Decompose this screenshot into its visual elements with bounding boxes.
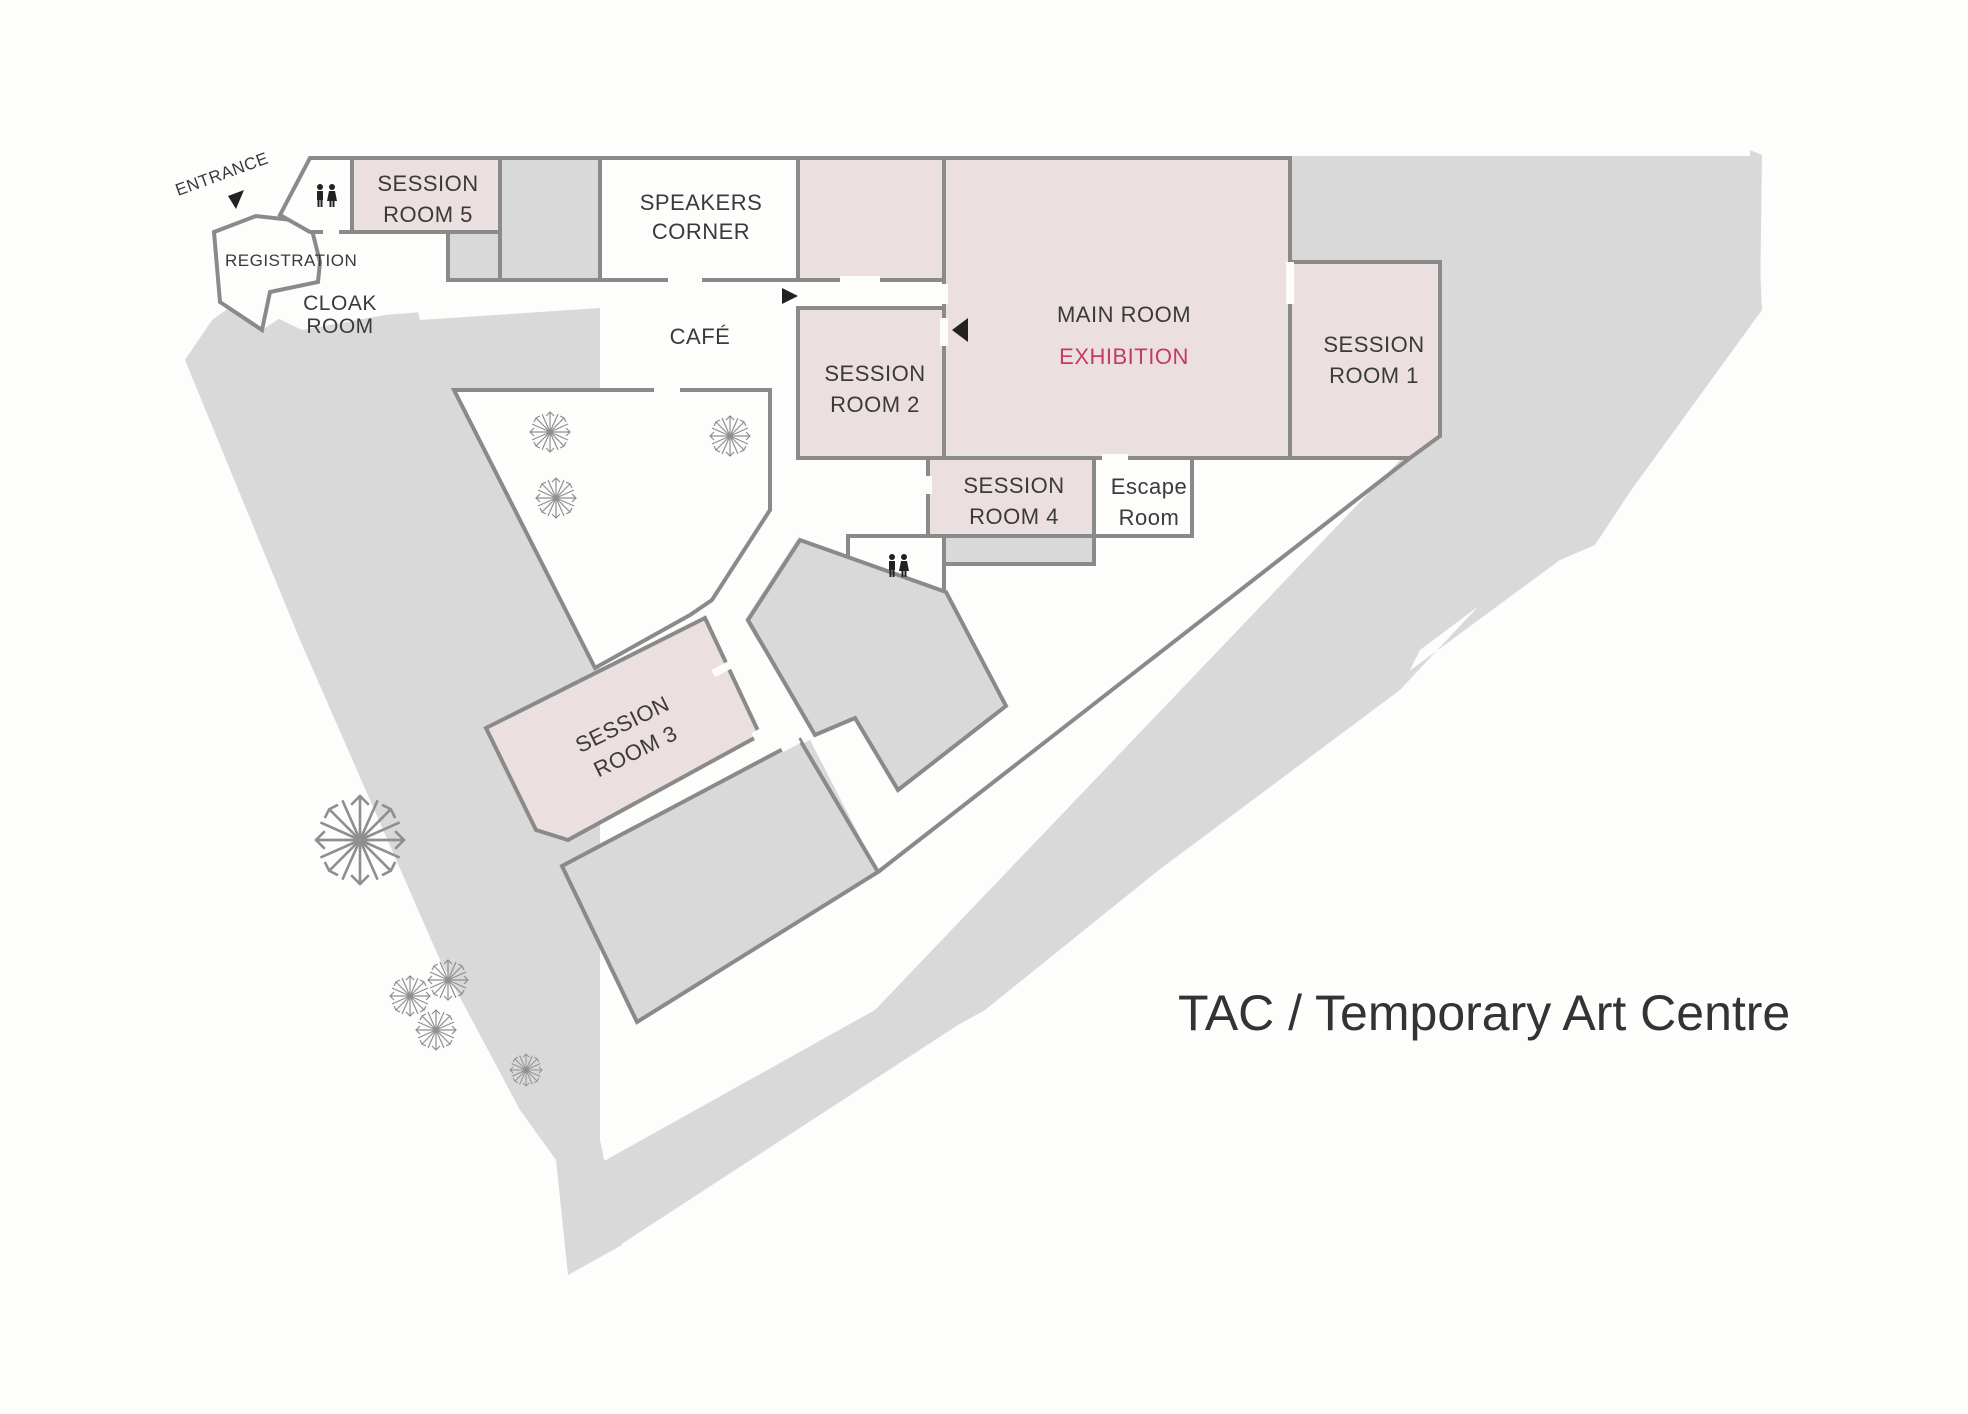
cloak-room-label: ROOM (306, 315, 373, 338)
grounds-strip-right (1293, 156, 1440, 262)
tree-icon (709, 415, 751, 457)
tree-icon (314, 794, 406, 886)
session-room-1 (1288, 260, 1442, 460)
storage-c (942, 534, 1096, 566)
map-title: TAC / Temporary Art Centre (1178, 985, 1790, 1041)
triangle-arrow-icon (782, 288, 798, 304)
tree-icon (427, 959, 469, 1001)
tree-icon (535, 477, 577, 519)
tree-icon (389, 975, 431, 1017)
exhibition-label: EXHIBITION (1059, 344, 1189, 369)
tree-icon (529, 411, 571, 453)
registration-label: REGISTRATION (225, 251, 357, 270)
grounds-east (875, 156, 1762, 1010)
triangle-arrow-icon (952, 318, 968, 342)
grounds-south (570, 150, 1762, 1245)
session-room-5-label: SESSION (377, 171, 478, 196)
session-room-4-label: SESSION (963, 473, 1064, 498)
session-room-2 (796, 306, 946, 460)
rooms (211, 156, 1442, 1025)
outdoor-lot-d (745, 537, 1009, 793)
pink-anteroom (796, 156, 946, 282)
entrance-lobby (211, 213, 323, 334)
tree-icon (509, 1053, 543, 1087)
storage-a (446, 230, 502, 282)
session-room-5-label: ROOM 5 (383, 202, 473, 227)
entrance-label: ENTRANCE (173, 149, 271, 200)
escape-room-label: Escape (1111, 474, 1187, 499)
east-edge-wall (876, 456, 1412, 874)
direction-arrows (228, 190, 968, 342)
speakers-corner-label: SPEAKERS (640, 190, 763, 215)
escape-room-label: Room (1119, 505, 1180, 530)
door-openings (323, 226, 1294, 753)
session-room-2-label: SESSION (824, 361, 925, 386)
courtyard (450, 388, 772, 671)
escape-room (1092, 456, 1194, 538)
session-room-1-label: SESSION (1323, 332, 1424, 357)
grounds-west (185, 300, 622, 1275)
cafe-label: CAFÉ (670, 324, 731, 349)
entrance-arrow-icon (228, 190, 244, 209)
storage-b (498, 156, 602, 282)
speakers-corner-label: CORNER (652, 219, 750, 244)
tree-icon (415, 1009, 457, 1051)
session-room-4-label: ROOM 4 (969, 504, 1059, 529)
session-room-2-label: ROOM 2 (830, 392, 920, 417)
session-room-1-label: ROOM 1 (1329, 363, 1419, 388)
main-room-label: MAIN ROOM (1057, 302, 1191, 327)
cloak-room-label: CLOAK (303, 292, 377, 315)
wc-top (277, 156, 354, 234)
session-room-3 (483, 615, 763, 843)
